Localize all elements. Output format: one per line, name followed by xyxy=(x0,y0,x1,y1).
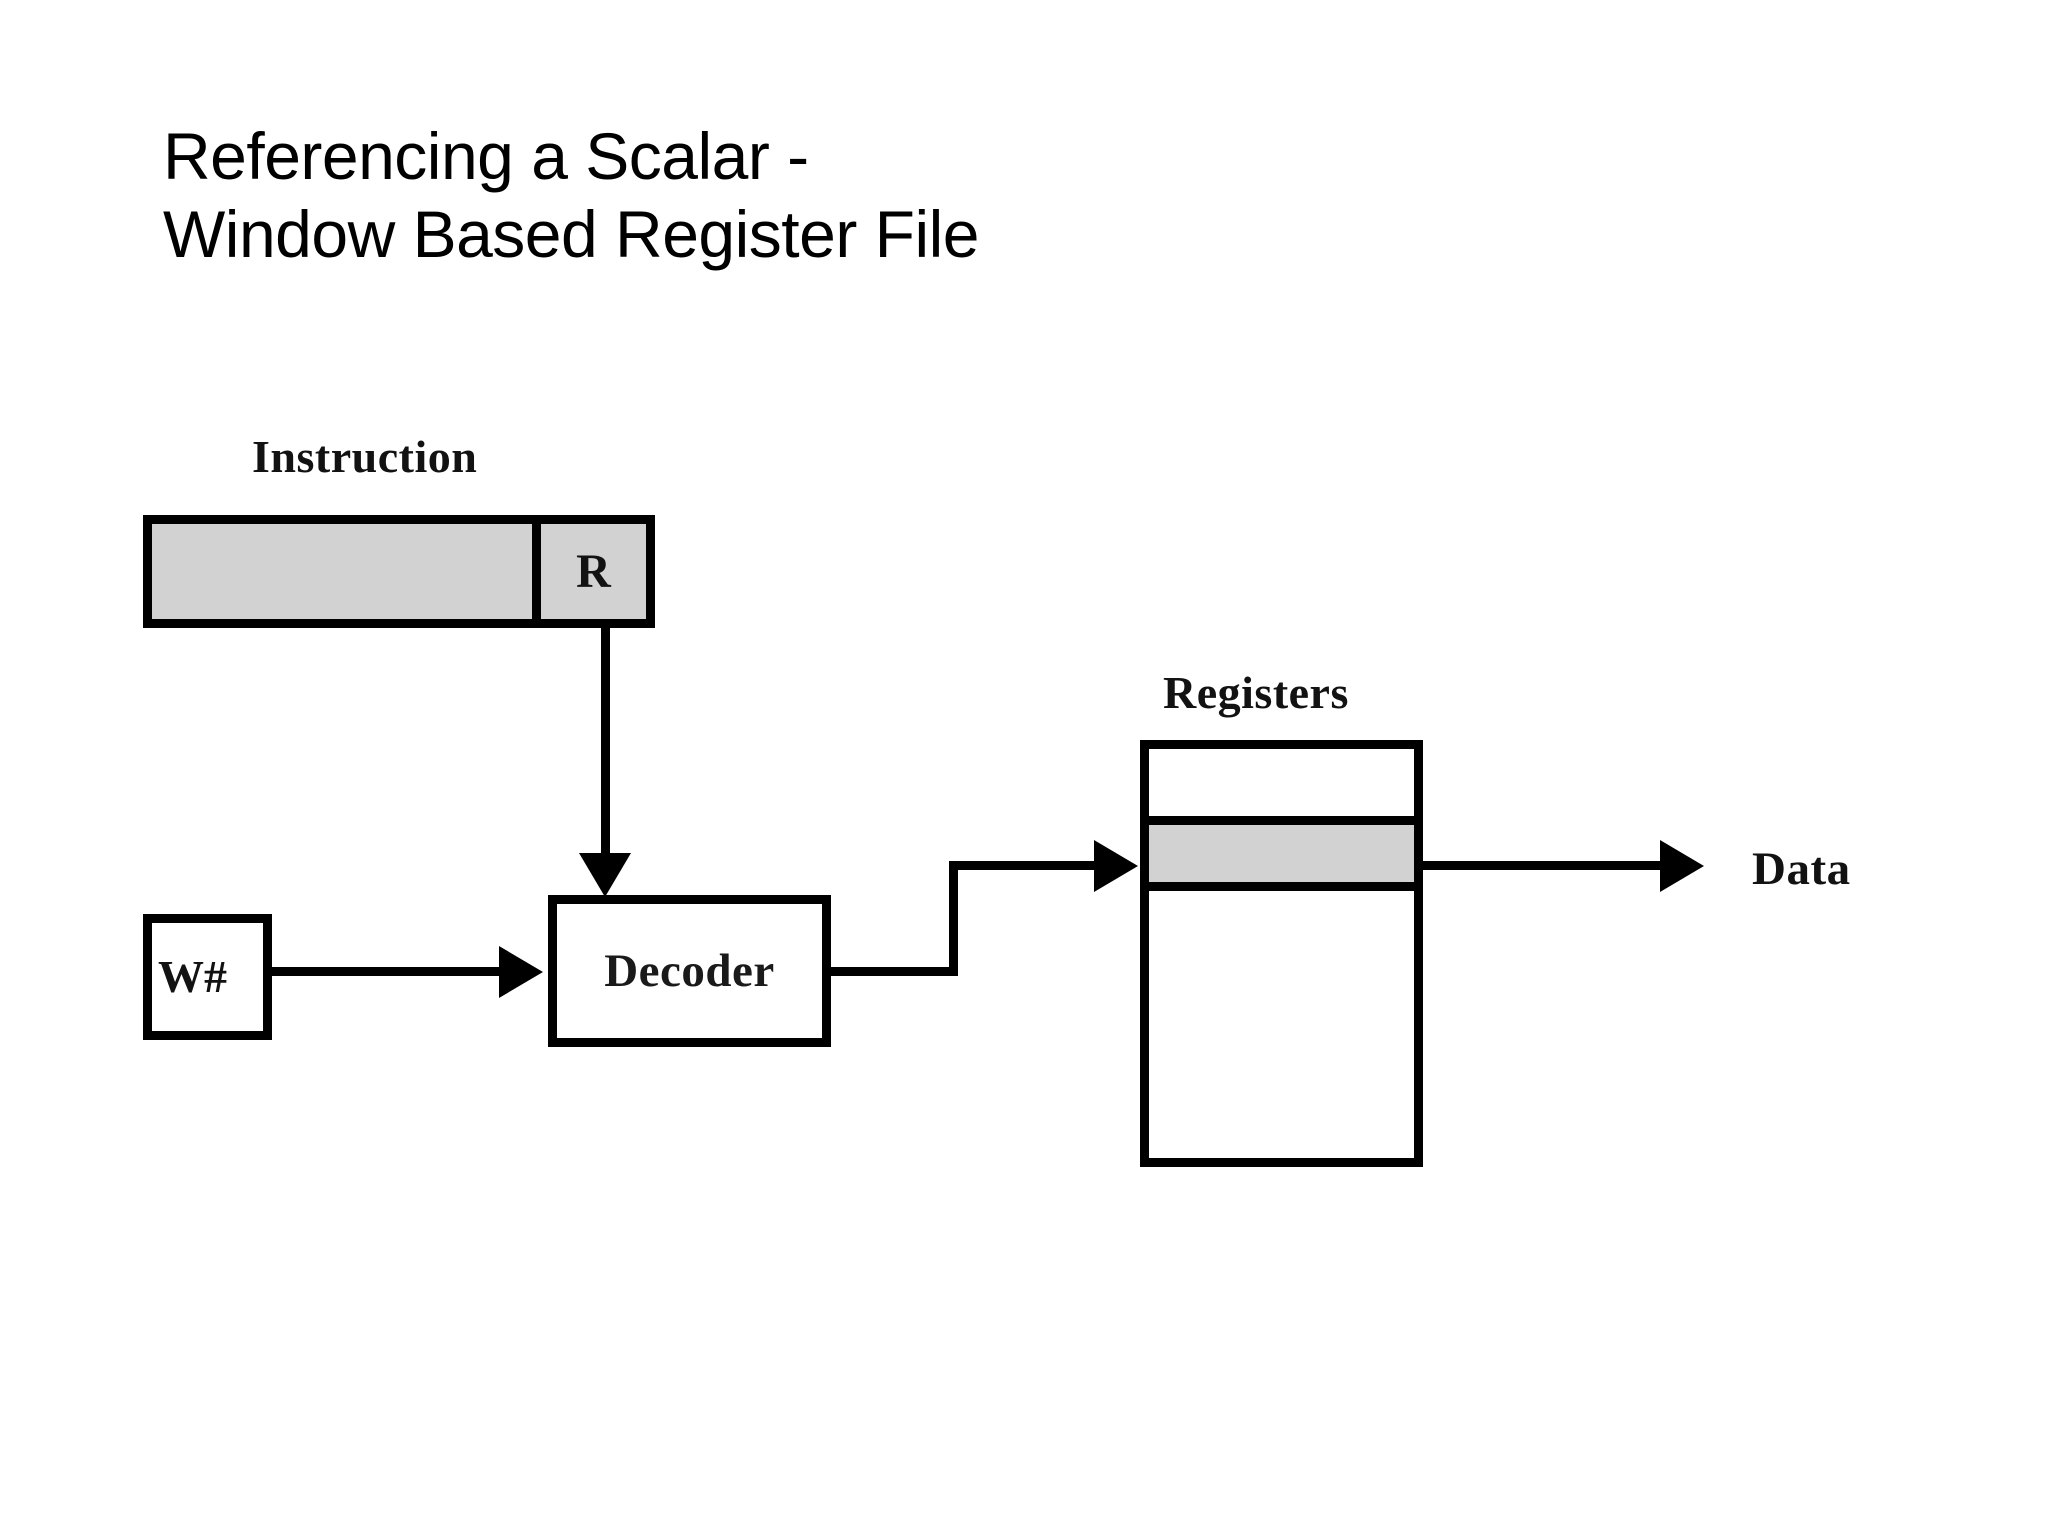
register-band-lower xyxy=(1149,891,1414,1158)
connector-decoder-to-registers-segment-1 xyxy=(830,967,958,976)
register-file-box xyxy=(1140,740,1423,1167)
connector-decoder-to-registers-segment-2 xyxy=(949,861,958,976)
connector-decoder-to-registers-segment-3 xyxy=(949,861,1097,870)
registers-label: Registers xyxy=(1163,667,1349,718)
window-number-box: W# xyxy=(143,914,272,1040)
window-number-text: W# xyxy=(158,951,227,1002)
arrowhead-right-to-data xyxy=(1660,840,1704,892)
connector-window-number-to-decoder-line xyxy=(271,967,504,976)
arrowhead-right-into-register-file xyxy=(1094,840,1138,892)
register-band-upper xyxy=(1149,749,1414,825)
connector-registers-to-data-line xyxy=(1422,861,1665,870)
instruction-opcode-field xyxy=(152,524,541,619)
connector-register-field-to-decoder-line xyxy=(601,628,610,886)
instruction-register-field: R xyxy=(541,524,646,619)
instruction-box: R xyxy=(143,515,655,628)
arrowhead-right-into-decoder xyxy=(499,946,543,998)
decoder-box: Decoder xyxy=(548,895,831,1047)
page-title: Referencing a Scalar - Window Based Regi… xyxy=(163,119,980,271)
register-band-selected xyxy=(1149,825,1414,891)
instruction-label: Instruction xyxy=(252,431,478,482)
instruction-register-text: R xyxy=(576,544,611,598)
arrowhead-down-into-decoder xyxy=(579,853,631,897)
data-output-label: Data xyxy=(1752,843,1851,895)
decoder-label: Decoder xyxy=(604,944,775,997)
